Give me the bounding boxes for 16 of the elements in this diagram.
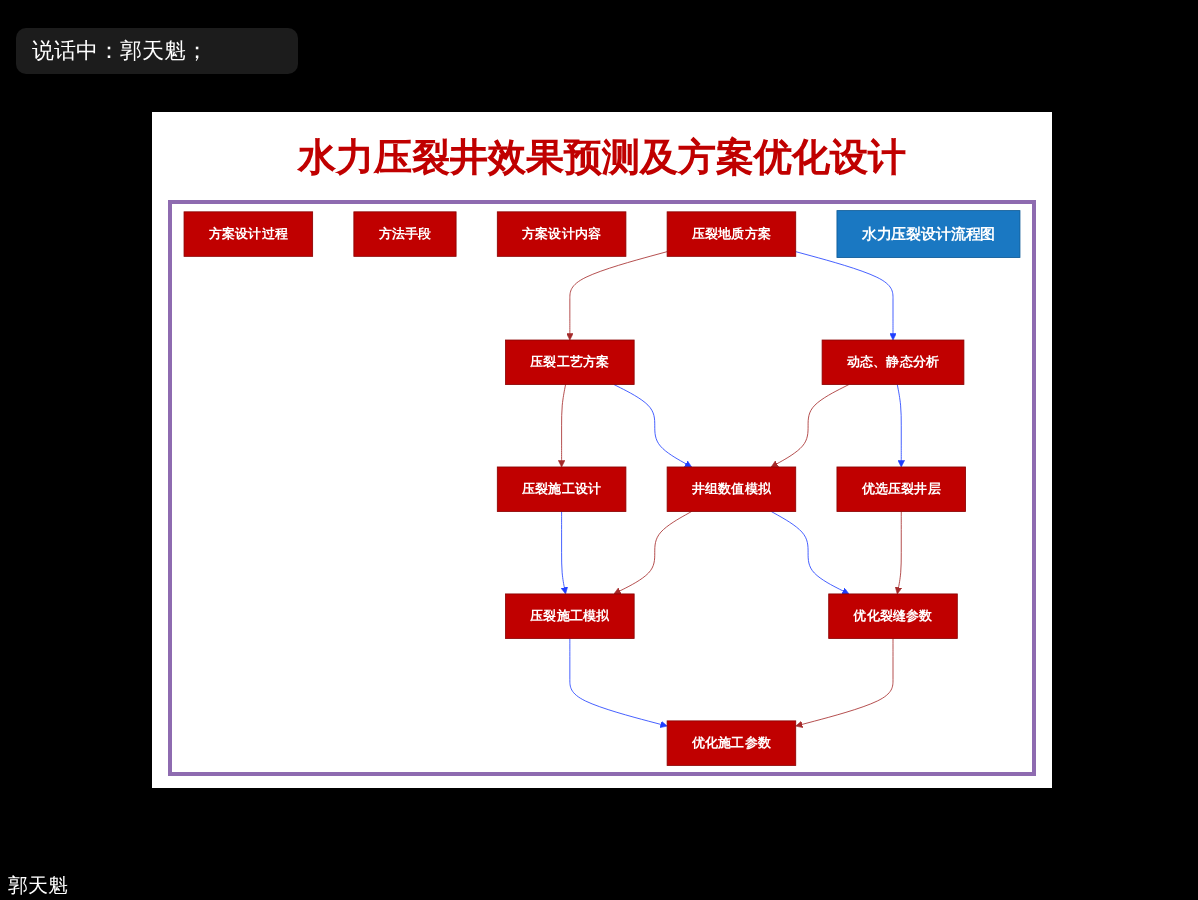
node-box bbox=[836, 466, 966, 512]
node-box bbox=[496, 466, 627, 512]
node-box bbox=[821, 339, 965, 385]
slide-title: 水力压裂井效果预测及方案优化设计 bbox=[295, 134, 908, 184]
speaker-status: 说话中：郭天魁； bbox=[16, 28, 298, 74]
node-box bbox=[828, 593, 958, 639]
speaker-name: 郭天魁 bbox=[8, 873, 68, 900]
node-box bbox=[836, 210, 1021, 258]
node-box bbox=[666, 211, 797, 257]
node-box bbox=[666, 466, 797, 512]
node-box bbox=[353, 211, 457, 257]
node-box bbox=[666, 720, 797, 766]
node-box bbox=[505, 339, 635, 385]
node-box bbox=[496, 211, 627, 257]
node-box bbox=[505, 593, 635, 639]
node-box bbox=[183, 211, 314, 257]
